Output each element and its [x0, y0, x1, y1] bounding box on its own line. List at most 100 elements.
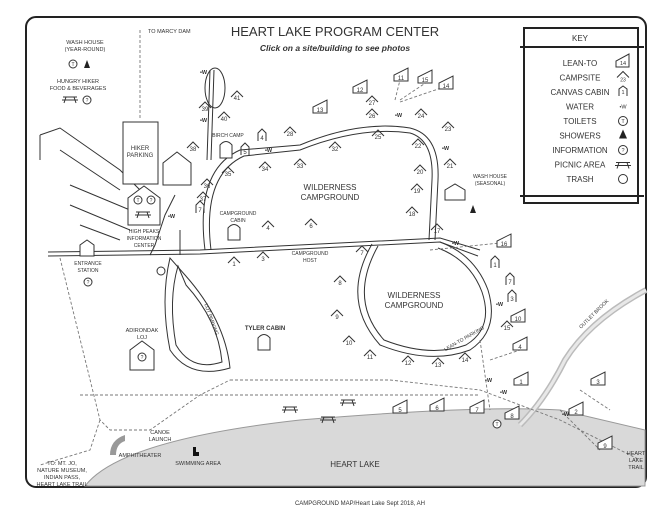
campsite-11[interactable]: 11: [363, 349, 377, 361]
campsite-35[interactable]: 35: [221, 166, 235, 178]
campsite-19[interactable]: 19: [410, 183, 424, 195]
birch-camp[interactable]: [219, 141, 233, 159]
campsite-39[interactable]: 39: [198, 101, 212, 113]
canvas-cabin-number: 1: [493, 263, 497, 269]
lean-to-15[interactable]: 15: [417, 69, 433, 84]
hiker-parking[interactable]: [122, 121, 159, 185]
campsite-1[interactable]: 1: [227, 256, 241, 268]
campsite-number: 1: [232, 262, 236, 268]
campsite-17[interactable]: 17: [430, 223, 444, 235]
map-label-hungry-hiker: HUNGRY HIKER: [57, 79, 99, 85]
canvas-cabin-3[interactable]: 3: [507, 289, 517, 303]
campground-cabin[interactable]: [227, 224, 241, 241]
campsite-23[interactable]: 23: [441, 121, 455, 133]
lean-to-2[interactable]: 2: [568, 401, 584, 416]
campsite-number: 22: [415, 144, 422, 150]
lean-to-10[interactable]: 10: [510, 308, 526, 323]
campsite-18[interactable]: 18: [405, 206, 419, 218]
lean-to-14[interactable]: 14: [438, 75, 454, 90]
entrance-station[interactable]: [79, 239, 95, 257]
campsite-12[interactable]: 12: [401, 355, 415, 367]
lean-to-1[interactable]: 1: [513, 371, 529, 386]
campsite-40[interactable]: 40: [217, 111, 231, 123]
canvas-cabin-1[interactable]: 1: [490, 255, 500, 269]
wash-house-year-round[interactable]: [162, 151, 192, 186]
picnic-table-icon: [340, 399, 356, 407]
lean-to-11[interactable]: 11: [393, 67, 409, 82]
campsite-3[interactable]: 3: [256, 251, 270, 263]
campsite-22[interactable]: 22: [411, 138, 425, 150]
campsite-34[interactable]: 34: [258, 161, 272, 173]
canvas-cabin-7[interactable]: 7: [195, 200, 205, 214]
lean-to-4[interactable]: 4: [512, 336, 528, 351]
campsite-21[interactable]: 21: [443, 158, 457, 170]
campsite-number: 35: [225, 172, 232, 178]
campsite-38[interactable]: 38: [186, 141, 200, 153]
campsite-number: 3: [261, 257, 265, 263]
campsite-number: 20: [417, 170, 424, 176]
tyler-cabin[interactable]: [257, 334, 271, 351]
amphitheater[interactable]: [110, 435, 125, 455]
picnic-table-icon: [135, 211, 151, 219]
canvas-cabin-4[interactable]: 4: [257, 128, 267, 142]
lean-to-5[interactable]: 5: [392, 399, 408, 414]
canvas-cabin-number: 5: [243, 150, 247, 156]
key-item-label: PICNIC AREA: [555, 161, 606, 170]
campsite-15[interactable]: 15: [500, 320, 514, 332]
campsite-14[interactable]: 14: [458, 352, 472, 364]
campsite-4[interactable]: 4: [261, 220, 275, 232]
campsite-27[interactable]: 27: [365, 95, 379, 107]
lean-to-number: 10: [515, 317, 522, 323]
campsite-37[interactable]: 37: [196, 191, 210, 203]
lean-to-9[interactable]: 9: [597, 435, 613, 450]
campsite-32[interactable]: 32: [328, 141, 342, 153]
campsite-41[interactable]: 41: [230, 90, 244, 102]
lean-to-8[interactable]: 8: [504, 405, 520, 420]
wash-house-seasonal[interactable]: [444, 183, 466, 201]
campsite-10[interactable]: 10: [342, 335, 356, 347]
information-icon: [146, 195, 156, 205]
canvas-cabin-number: 7: [198, 208, 202, 214]
swimming-area[interactable]: [193, 447, 199, 456]
campsite-7[interactable]: 7: [355, 245, 369, 257]
campsite-number: 6: [309, 224, 313, 230]
campsite-33[interactable]: 33: [293, 158, 307, 170]
canvas-cabin-7[interactable]: 7: [505, 272, 515, 286]
campsite-36[interactable]: 36: [200, 178, 214, 190]
map-label-info-center: INFORMATION: [127, 236, 162, 242]
campsite-20[interactable]: 20: [413, 164, 427, 176]
campsite-25[interactable]: 25: [371, 129, 385, 141]
lean-to-number: 15: [422, 78, 429, 84]
campsite-number: 34: [262, 167, 269, 173]
map-label-toilet: T: [136, 198, 139, 204]
water-icon: •W: [200, 70, 208, 76]
lean-to-13[interactable]: 13: [312, 99, 328, 114]
map-label-info: ?: [141, 355, 144, 361]
water-icon: •W: [200, 118, 208, 124]
lean-to-number: 3: [596, 380, 600, 386]
water-icon: •W: [562, 412, 570, 418]
map-label-info-center: CENTER: [134, 243, 155, 249]
information-icon: [82, 95, 92, 105]
lean-to-6[interactable]: 6: [429, 397, 445, 412]
campsite-26[interactable]: 26: [365, 108, 379, 120]
map-label-wash-house-year: (YEAR-ROUND): [65, 47, 106, 53]
lean-to-16[interactable]: 16: [496, 233, 512, 248]
campsite-number: 12: [405, 361, 412, 367]
campsite-28[interactable]: 28: [283, 126, 297, 138]
key-item-label: TRASH: [566, 175, 593, 184]
campsite-24[interactable]: 24: [414, 108, 428, 120]
campsite-6[interactable]: 6: [304, 218, 318, 230]
map-label-to-mt-jo: HEART LAKE TRAIL: [36, 482, 87, 488]
lean-to-3[interactable]: 3: [590, 371, 606, 386]
campsite-8[interactable]: 8: [333, 275, 347, 287]
map-label-wilderness-1: CAMPGROUND: [301, 193, 360, 202]
lean-to-12[interactable]: 12: [352, 79, 368, 94]
canvas-cabin-5[interactable]: 5: [240, 142, 250, 156]
campsite-number: 36: [204, 184, 211, 190]
lean-to-7[interactable]: 7: [469, 399, 485, 414]
campsite-13[interactable]: 13: [431, 357, 445, 369]
campsite-9[interactable]: 9: [330, 309, 344, 321]
water-icon: •W: [452, 241, 460, 247]
